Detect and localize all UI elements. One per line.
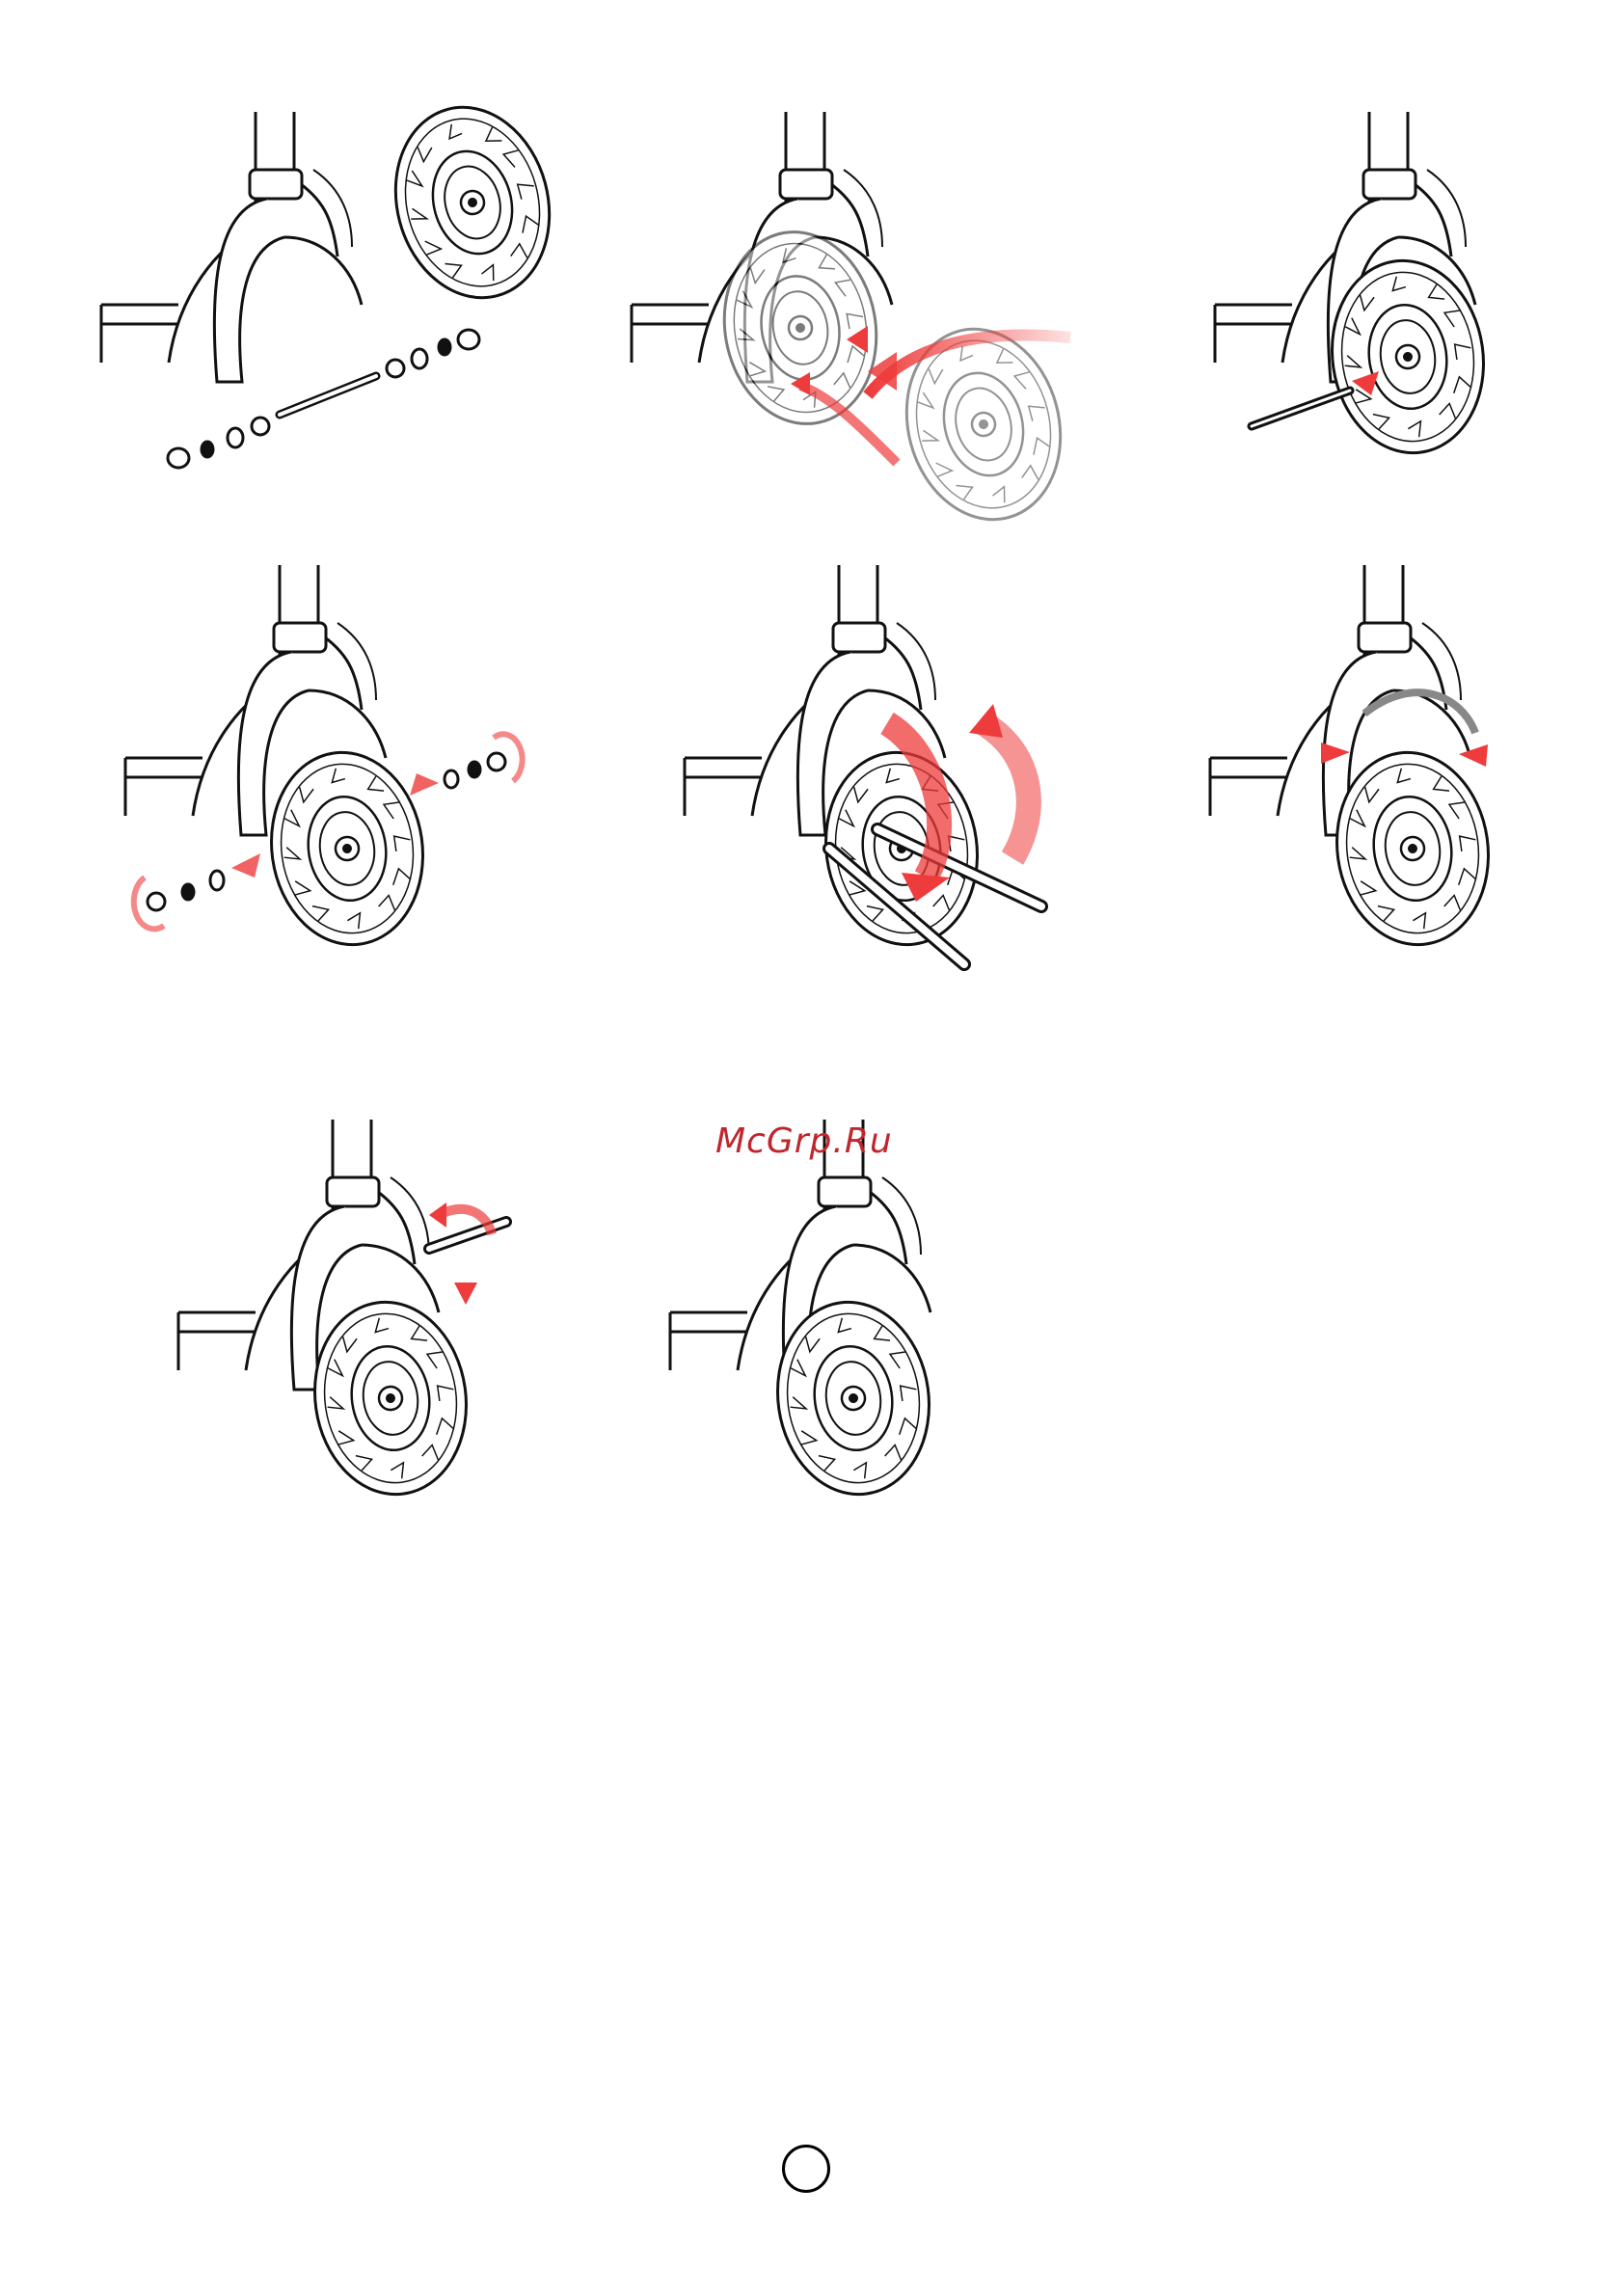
step-4-fit-washers-nuts [135,559,540,955]
wheel-icon [375,90,570,315]
step-3-insert-axle [1244,106,1533,463]
step-7-adjust-brake [198,1114,526,1509]
wheel-icon [1325,743,1500,955]
wheel-icon [303,1292,478,1504]
down-arrow-icon [454,1283,477,1305]
wheel-icon [259,743,435,955]
watermark-text: McGrp.Ru [715,1121,918,1179]
push-arrow-icon [231,853,260,878]
step-1-parts-exploded [154,106,569,492]
ghost-wheel-icon [710,220,891,436]
fork-frame-illustration [101,112,362,382]
step-6-press-brake-arms [1220,559,1509,964]
step-2-insert-wheel [675,106,1099,521]
step-5-tighten-wrenches [694,559,1099,984]
page-number-circle [782,2145,830,2193]
wheel-icon [814,743,989,955]
